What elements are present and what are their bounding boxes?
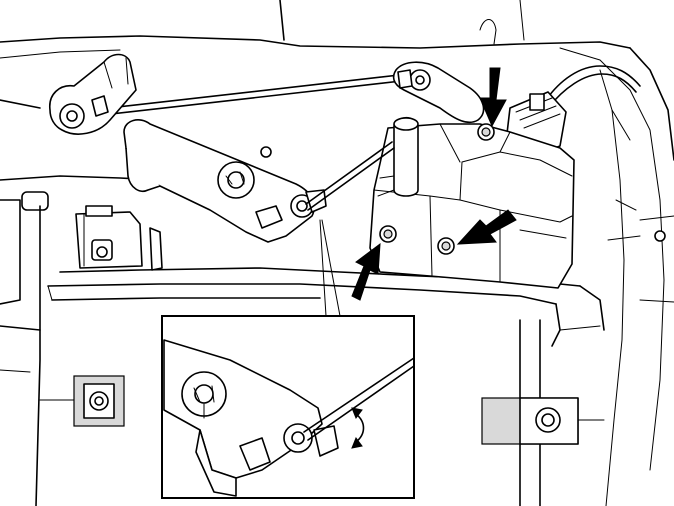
detail-inset (161, 315, 415, 499)
rod-end-flap-lever (392, 61, 485, 124)
actuator-output-lever (123, 119, 395, 243)
left-pivot-arm (49, 53, 137, 135)
rotation-indicator-icon (351, 407, 365, 449)
linkage-rod (73, 73, 411, 119)
callout-arrow-left (351, 242, 381, 301)
detail-leader-lines (319, 219, 341, 317)
wiring-harness (479, 19, 641, 109)
actuator-motor (369, 116, 575, 289)
callout-arrow-top (479, 67, 507, 128)
callout-arrow-right (456, 209, 517, 245)
